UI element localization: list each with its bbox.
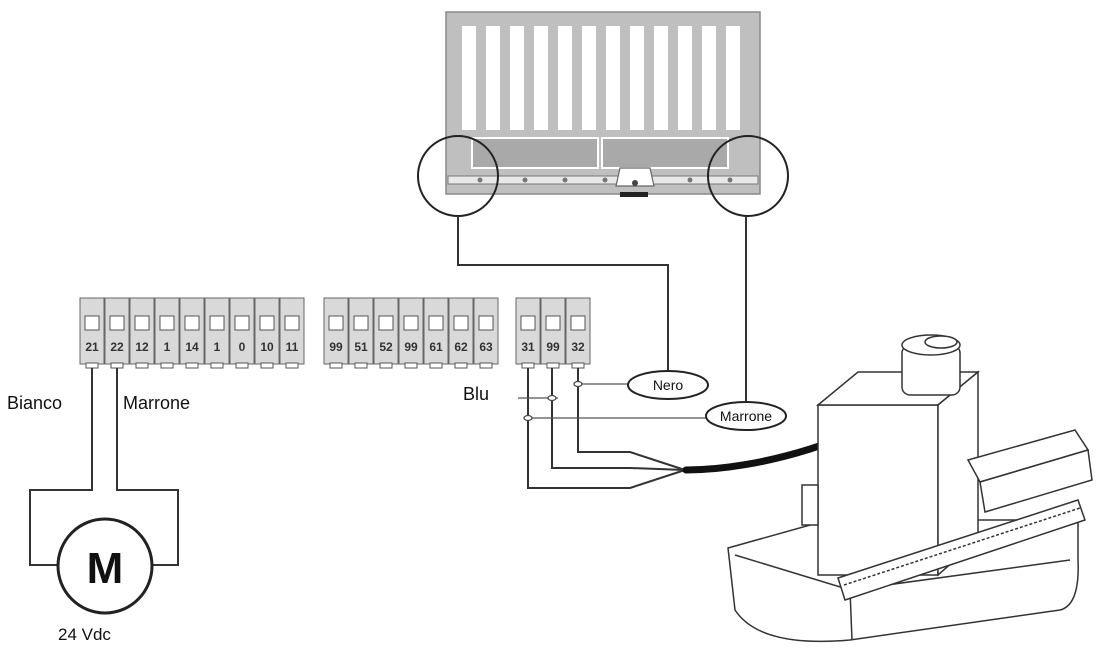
terminal-label: 31 [521,340,535,354]
limit-switch-circle-right [707,135,789,217]
label-marrone-left: Marrone [123,393,190,413]
label-marrone-right: Marrone [720,408,772,424]
wire-bianco [29,368,93,566]
terminal: 0 [229,297,255,369]
gate-illustration [445,11,761,197]
terminal: 62 [448,297,474,369]
ring-connector [547,394,557,402]
terminal-label: 62 [454,340,468,354]
terminal-label: 63 [479,340,493,354]
wire-terminal-32 [577,368,686,471]
motor-voltage-label: 24 Vdc [58,625,111,644]
wire-terminal-31 [527,368,686,489]
terminal-label: 51 [354,340,368,354]
terminal-label: 10 [260,340,274,354]
terminal: 32 [565,297,591,369]
terminal: 61 [423,297,449,369]
terminal: 12 [129,297,155,369]
terminal-label: 32 [571,340,585,354]
terminal: 1 [204,297,230,369]
ring-connector [573,380,583,388]
terminal-label: 99 [546,340,560,354]
ring-connector [523,414,533,422]
terminal: 99 [323,297,349,369]
label-nero: Nero [653,377,684,393]
terminal-label: 0 [239,340,246,354]
terminal: 22 [104,297,130,369]
gate-motor-unit [727,334,1093,643]
terminal: 21 [79,297,105,369]
motor-symbol: M [87,544,124,593]
terminal-label: 12 [135,340,149,354]
terminal: 51 [348,297,374,369]
label-blu: Blu [463,384,489,404]
motor-circle [56,517,154,615]
terminal: 99 [540,297,566,369]
wire-nero [457,216,669,373]
terminal-label: 61 [429,340,443,354]
terminal-label: 1 [164,340,171,354]
terminal: 1 [154,297,180,369]
oval-nero [627,370,709,400]
label-bianco-left: Bianco [7,393,62,413]
terminal-label: 22 [110,340,124,354]
terminal-label: 52 [379,340,393,354]
oval-marrone-right [705,401,787,431]
terminal: 10 [254,297,280,369]
terminal-label: 14 [185,340,199,354]
wire-marrone-left [116,368,179,566]
terminal-label: 99 [404,340,418,354]
terminal: 52 [373,297,399,369]
terminal-label: 1 [214,340,221,354]
terminal: 14 [179,297,205,369]
terminal: 63 [473,297,499,369]
terminal-label: 11 [286,340,299,354]
terminal-label: 99 [329,340,343,354]
terminal: 99 [398,297,424,369]
terminal: 11 [279,297,305,369]
terminal-label: 21 [85,340,99,354]
terminal: 31 [515,297,541,369]
